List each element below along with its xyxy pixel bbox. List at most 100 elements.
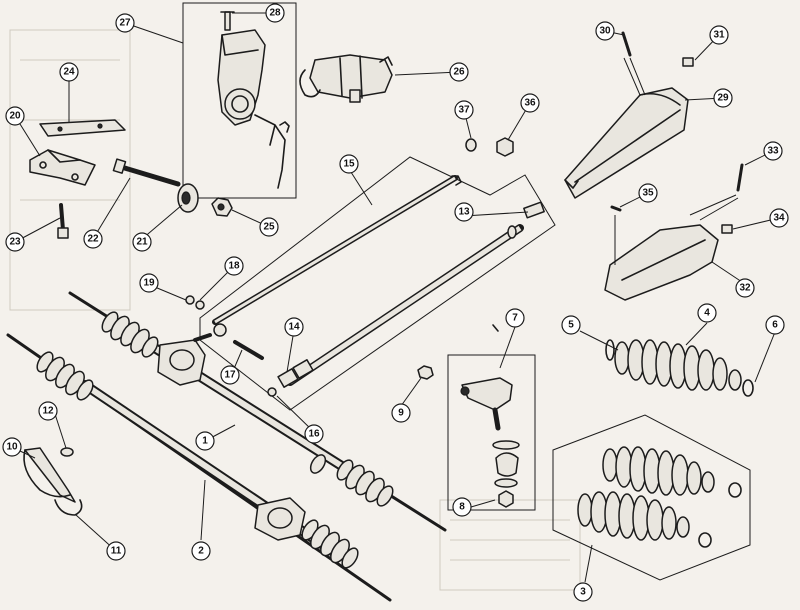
svg-text:30: 30 — [599, 26, 611, 37]
callout-22: 22 — [83, 229, 103, 249]
callout-25: 25 — [259, 217, 279, 237]
callout-16: 16 — [304, 424, 324, 444]
svg-text:21: 21 — [136, 237, 148, 248]
callout-26: 26 — [449, 62, 469, 82]
svg-text:17: 17 — [224, 370, 236, 381]
steering-rack-assembly-lower — [6, 333, 392, 602]
callout-19: 19 — [139, 273, 159, 293]
svg-text:5: 5 — [568, 320, 574, 331]
svg-text:23: 23 — [9, 237, 21, 248]
svg-text:3: 3 — [580, 587, 586, 598]
callout-12: 12 — [38, 401, 58, 421]
svg-text:34: 34 — [773, 213, 785, 224]
svg-text:12: 12 — [42, 406, 54, 417]
svg-text:36: 36 — [524, 98, 536, 109]
gaiter-kit — [577, 446, 742, 548]
gaiter-clip — [23, 447, 83, 516]
svg-text:28: 28 — [269, 8, 281, 19]
rack-tube — [286, 201, 545, 386]
svg-text:7: 7 — [512, 313, 518, 324]
mounting-plate — [39, 119, 126, 137]
svg-text:22: 22 — [87, 234, 99, 245]
callout-1: 1 — [195, 431, 215, 451]
callout-11: 11 — [106, 541, 126, 561]
castle-nut — [417, 365, 434, 380]
svg-text:1: 1 — [202, 436, 208, 447]
leader-lines — [14, 12, 780, 583]
svg-text:14: 14 — [288, 322, 300, 333]
svg-text:24: 24 — [63, 67, 75, 78]
callout-29: 29 — [713, 88, 733, 108]
svg-text:15: 15 — [343, 159, 355, 170]
svg-text:37: 37 — [458, 105, 470, 116]
rubber-bush — [177, 183, 199, 213]
svg-text:27: 27 — [119, 18, 131, 29]
ignition-lock-assembly — [217, 11, 290, 189]
rack-gaiter — [605, 339, 754, 397]
svg-text:20: 20 — [9, 111, 21, 122]
callout-37: 37 — [454, 100, 474, 120]
callout-9: 9 — [391, 403, 411, 423]
callout-14: 14 — [284, 317, 304, 337]
svg-text:29: 29 — [717, 93, 729, 104]
svg-text:4: 4 — [704, 308, 710, 319]
callout-24: 24 — [59, 62, 79, 82]
adjusting-screw — [57, 203, 69, 239]
clamp-bolt — [112, 158, 181, 187]
callout-13: 13 — [454, 202, 474, 222]
callout-7: 7 — [505, 308, 525, 328]
svg-text:2: 2 — [198, 546, 204, 557]
lower-column-shroud — [604, 163, 744, 301]
svg-text:25: 25 — [263, 222, 275, 233]
callout-27: 27 — [115, 13, 135, 33]
callout-30: 30 — [595, 21, 615, 41]
ignition-lock-box — [182, 2, 297, 199]
svg-text:32: 32 — [739, 283, 751, 294]
callout-33: 33 — [763, 141, 783, 161]
callout-15: 15 — [339, 154, 359, 174]
callout-31: 31 — [709, 25, 729, 45]
svg-text:16: 16 — [308, 429, 320, 440]
callout-20: 20 — [5, 106, 25, 126]
callout-17: 17 — [220, 365, 240, 385]
lock-nuts — [185, 295, 205, 310]
svg-text:26: 26 — [453, 67, 465, 78]
tie-rod-end — [460, 324, 520, 508]
gaiter-kit-box — [552, 414, 751, 581]
rack-clamp — [29, 149, 96, 186]
steering-rack-assembly-upper — [68, 291, 447, 532]
callout-10: 10 — [2, 437, 22, 457]
callout-21: 21 — [132, 232, 152, 252]
steering-column-lock — [299, 54, 393, 103]
housing-washer — [213, 323, 227, 337]
svg-text:18: 18 — [228, 261, 240, 272]
svg-text:19: 19 — [143, 278, 155, 289]
svg-text:6: 6 — [772, 320, 778, 331]
rack-bar — [212, 175, 462, 325]
rack-bush — [267, 359, 314, 397]
svg-text:8: 8 — [459, 502, 465, 513]
callout-3: 3 — [573, 582, 593, 602]
svg-text:9: 9 — [398, 408, 404, 419]
callout-5: 5 — [561, 315, 581, 335]
callout-2: 2 — [191, 541, 211, 561]
callout-32: 32 — [735, 278, 755, 298]
svg-text:10: 10 — [6, 442, 18, 453]
svg-text:31: 31 — [713, 30, 725, 41]
svg-text:35: 35 — [642, 188, 654, 199]
track-rod-group-box — [199, 156, 556, 411]
callout-18: 18 — [224, 256, 244, 276]
callout-35: 35 — [638, 183, 658, 203]
callout-28: 28 — [265, 3, 285, 23]
pinion-pin — [233, 340, 264, 360]
spacer-washer — [465, 137, 514, 157]
callout-23: 23 — [5, 232, 25, 252]
svg-text:33: 33 — [767, 146, 779, 157]
callout-34: 34 — [769, 208, 789, 228]
svg-text:11: 11 — [111, 546, 122, 557]
callout-36: 36 — [520, 93, 540, 113]
callout-6: 6 — [765, 315, 785, 335]
callout-4: 4 — [697, 303, 717, 323]
